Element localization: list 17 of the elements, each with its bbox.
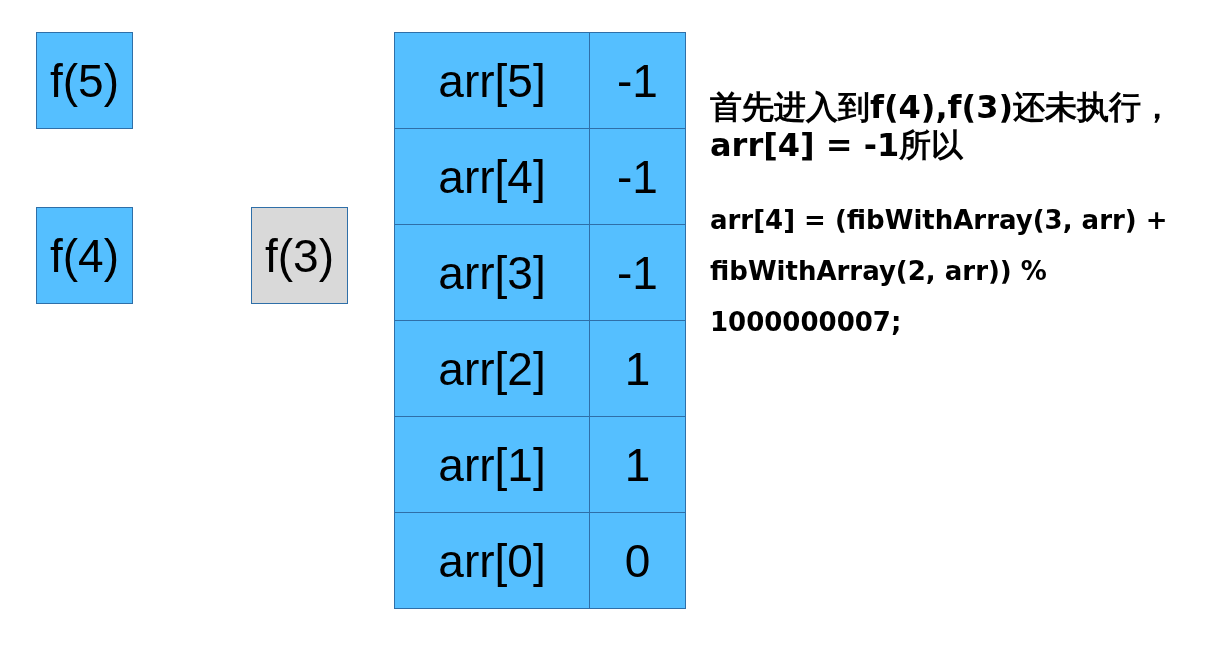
array-value-cell: 1 bbox=[589, 416, 686, 513]
array-value-cell: -1 bbox=[589, 32, 686, 129]
array-value-cell: -1 bbox=[589, 128, 686, 225]
function-box: f(4) bbox=[36, 207, 133, 304]
array-index-cell: arr[0] bbox=[394, 512, 590, 609]
array-value-cell: -1 bbox=[589, 224, 686, 321]
explanation-text: 首先进入到f(4),f(3)还未执行，arr[4] = -1所以 bbox=[710, 88, 1175, 164]
array-index-cell: arr[5] bbox=[394, 32, 590, 129]
function-box: f(5) bbox=[36, 32, 133, 129]
array-index-cell: arr[3] bbox=[394, 224, 590, 321]
array-value-cell: 0 bbox=[589, 512, 686, 609]
array-value-cell: 1 bbox=[589, 320, 686, 417]
array-index-cell: arr[2] bbox=[394, 320, 590, 417]
array-index-cell: arr[4] bbox=[394, 128, 590, 225]
function-box: f(3) bbox=[251, 207, 348, 304]
explanation-text: arr[4] = (fibWithArray(3, arr) + fibWithArray(2, arr)) % 1000000007; bbox=[710, 204, 1169, 339]
array-index-cell: arr[1] bbox=[394, 416, 590, 513]
